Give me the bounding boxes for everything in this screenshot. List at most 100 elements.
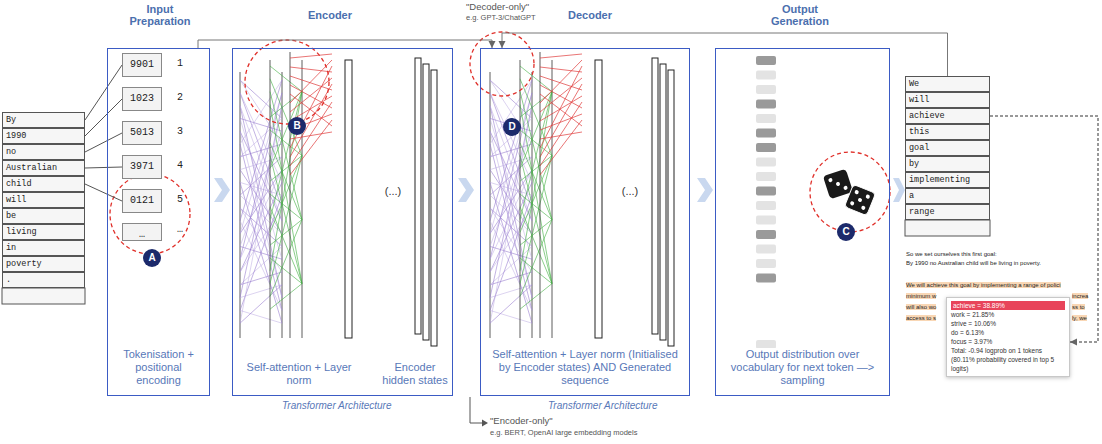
- connector: [85, 65, 122, 120]
- stroke: [270, 284, 302, 310]
- column-heading: Input Preparation: [120, 3, 200, 27]
- screenshot-text: minimum w: [906, 293, 936, 299]
- token-text: .: [6, 273, 84, 287]
- stroke: [520, 258, 552, 284]
- token-cell: child: [2, 176, 85, 192]
- token-text: will: [909, 93, 989, 107]
- stroke: [290, 66, 332, 148]
- connector: [502, 33, 948, 76]
- vocab-bar: [756, 172, 776, 181]
- highlight-circle: [110, 32, 890, 254]
- token-cell: Australian: [2, 160, 85, 176]
- empty-token-cell: [2, 288, 85, 304]
- popup-line: strive = 10.06%: [951, 319, 1065, 328]
- vocab-bar: [756, 274, 776, 283]
- stroke: [490, 106, 532, 324]
- stroke: [540, 60, 582, 103]
- token-text: 5013: [123, 122, 161, 144]
- token-text: 1990: [6, 129, 84, 143]
- token-cell: achieve: [905, 108, 990, 124]
- stroke: [270, 258, 302, 284]
- ellipsis-text: (...): [376, 185, 410, 197]
- token-cell: this: [905, 124, 990, 140]
- stroke: [240, 80, 282, 221]
- token-text: We: [909, 77, 989, 91]
- variant-note: e.g. BERT, OpenAI large embedding models: [490, 428, 637, 437]
- position-number: 3: [177, 126, 183, 137]
- variant-note: "Decoder-only": [466, 1, 529, 12]
- token-text: poverty: [6, 257, 84, 271]
- stroke: [240, 118, 282, 131]
- stroke: [270, 220, 302, 246]
- vocab-bar: [756, 114, 776, 123]
- callout-number: A: [143, 249, 161, 267]
- stroke: [290, 54, 332, 58]
- popup-line: Total: -0.94 logprob on 1 tokens: [951, 346, 1065, 355]
- screenshot-text: We will achieve this goal by implementin…: [906, 282, 1061, 288]
- callout-number: D: [503, 118, 521, 136]
- token-id-cell: 1023: [122, 87, 162, 111]
- token-text: child: [6, 177, 84, 191]
- token-text: 1023: [123, 88, 161, 110]
- stage-box: Tokenisation + positional encoding990110…: [107, 48, 210, 396]
- attention-illustration: [240, 52, 674, 346]
- connector: [85, 184, 122, 201]
- column-heading: Output Generation: [760, 3, 840, 27]
- stroke: [270, 66, 302, 92]
- token-cell: range: [905, 204, 990, 220]
- screenshot-text: will also wo: [906, 304, 936, 310]
- token-text: be: [6, 209, 84, 223]
- stroke: [270, 194, 302, 220]
- popup-line: work = 21.85%: [951, 310, 1065, 319]
- stroke: [490, 182, 532, 323]
- stroke: [270, 156, 302, 284]
- stroke: [520, 220, 552, 246]
- stroke: [520, 194, 552, 220]
- stroke: [240, 144, 282, 310]
- empty-token-cell: [905, 220, 990, 236]
- variant-note: e.g. GPT-3/ChatGPT: [466, 13, 536, 22]
- stroke: [520, 92, 552, 271]
- hidden-state-bar: [423, 64, 429, 340]
- column-heading: Encoder: [300, 9, 360, 21]
- stage-label: Self-attention + Layer norm (Initialised…: [489, 348, 681, 387]
- stroke: [490, 310, 532, 323]
- popup-line: focus = 3.97%: [951, 337, 1065, 346]
- stage-label: Tokenisation + positional encoding: [112, 348, 205, 387]
- token-cell: will: [905, 92, 990, 108]
- token-cell: in: [2, 240, 85, 256]
- token-id-cell: 0121: [122, 189, 162, 213]
- stroke: [540, 67, 582, 72]
- stroke: [490, 72, 491, 338]
- stroke: [490, 93, 532, 259]
- stroke: [240, 131, 282, 246]
- architecture-caption: Transformer Architecture: [282, 400, 391, 411]
- screenshot-text: ly, we: [1072, 315, 1087, 321]
- hidden-state-bar: [345, 60, 352, 338]
- vocab-bar: [756, 56, 776, 65]
- vocab-bar: [756, 259, 776, 268]
- popup-line: do = 6.13%: [951, 328, 1065, 337]
- token-id-cell: 5013: [122, 121, 162, 145]
- token-text: will: [6, 193, 84, 207]
- token-id-cell: 3971: [122, 155, 162, 179]
- stroke: [270, 156, 302, 284]
- stroke: [540, 96, 582, 121]
- stroke: [240, 182, 282, 323]
- stage-box: (...)Output distribution over vocabulary…: [715, 48, 890, 396]
- token-cell: will: [2, 192, 85, 208]
- popup-line: (80.11% probability covered in top 5 log…: [951, 355, 1065, 373]
- stroke: [520, 220, 552, 297]
- token-cell: living: [2, 224, 85, 240]
- token-text: this: [909, 125, 989, 139]
- stroke: [540, 52, 541, 338]
- vocab-bar: [756, 158, 776, 167]
- stage-box: Self-attention + Layer normEncoder hidde…: [232, 48, 453, 396]
- position-number: 2: [177, 92, 183, 103]
- token-text: by: [909, 157, 989, 171]
- callout-number: C: [837, 223, 855, 241]
- token-cell: By: [2, 112, 85, 128]
- top-token: achieve = 38.89%: [951, 301, 1065, 310]
- token-text: …: [123, 224, 161, 246]
